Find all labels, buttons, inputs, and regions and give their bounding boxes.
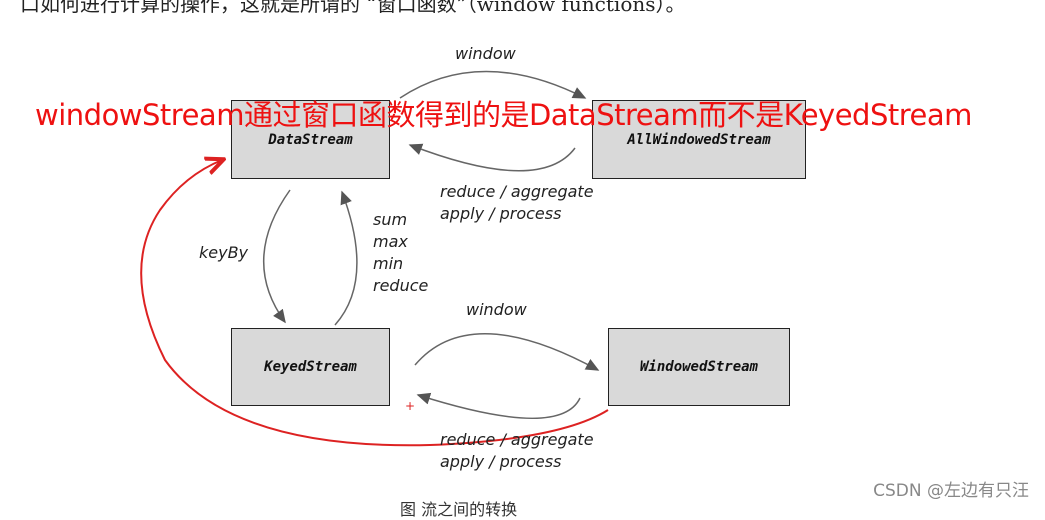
label-reduce-bottom-2: apply / process — [440, 452, 562, 471]
figure-caption: 图 流之间的转换 — [400, 500, 518, 519]
datastream-box: DataStream — [231, 100, 390, 179]
arrow-reduce-top — [408, 143, 576, 172]
arrow-window-top — [399, 70, 587, 99]
label-window-bottom: window — [466, 300, 527, 319]
keyedstream-box: KeyedStream — [231, 328, 390, 406]
allwindowedstream-box: AllWindowedStream — [592, 100, 806, 179]
arrows: + — [140, 70, 609, 447]
label-reduce-top-2: apply / process — [440, 204, 562, 223]
windowedstream-box: WindowedStream — [608, 328, 790, 406]
red-arrow — [140, 160, 609, 447]
watermark: CSDN @左边有只汪 — [873, 481, 1029, 501]
red-annotation: windowStream通过窗口函数得到的是DataStream而不是Keyed… — [35, 98, 972, 132]
label-min: min — [373, 254, 404, 273]
label-max: max — [373, 232, 408, 251]
intro-text: 口如何进行计算的操作，这就是所谓的 “窗口函数”（window function… — [20, 0, 686, 16]
label-reduce: reduce — [373, 276, 429, 295]
svg-text:+: + — [405, 399, 415, 413]
label-sum: sum — [373, 210, 408, 229]
label-keyby: keyBy — [199, 243, 249, 262]
label-reduce-bottom-1: reduce / aggregate — [440, 430, 594, 449]
arrow-agg — [334, 190, 358, 326]
arrow-reduce-bottom — [416, 392, 581, 419]
label-window-top: window — [455, 44, 516, 63]
label-reduce-top-1: reduce / aggregate — [440, 182, 594, 201]
arrow-keyby — [262, 189, 291, 324]
arrow-window-bottom — [414, 332, 600, 371]
